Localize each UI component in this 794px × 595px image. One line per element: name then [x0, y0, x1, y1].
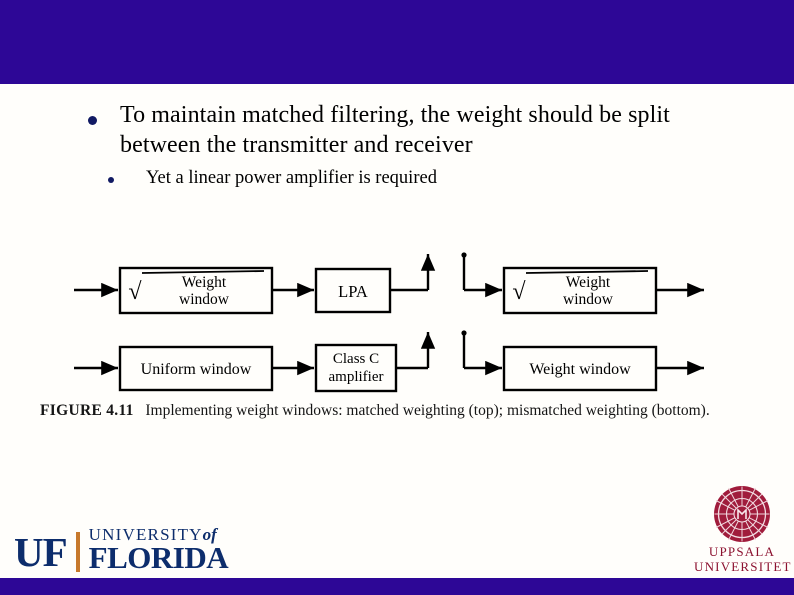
block-diagram-svg: √ Weight window LPA √ Weight window Unif…	[74, 252, 704, 393]
rx-antenna-tip-icon	[461, 252, 467, 258]
radical-icon-right: √	[512, 279, 526, 305]
bullet-level1-text: To maintain matched filtering, the weigh…	[120, 102, 670, 158]
label-tx-uniform-window: Uniform window	[141, 361, 252, 378]
sub-bullet-dot-icon	[108, 177, 114, 183]
top-banner	[0, 0, 794, 84]
uppsala-line2: UNIVERSITET	[694, 559, 792, 574]
uf-monogram: UF	[14, 529, 68, 575]
uf-university-line: UNIVERSITYof	[89, 526, 228, 543]
label-rx-weight-line2: window	[563, 291, 614, 308]
label-tx-lpa: LPA	[338, 282, 368, 301]
box-rx-weight-window	[502, 345, 658, 392]
uf-university-text: UNIVERSITY	[88, 525, 203, 544]
box-rx-sqrt-weight-window	[502, 266, 658, 315]
label-rx-weight-line1: Weight	[566, 274, 611, 291]
uppsala-logo: UPPSALA UNIVERSITET	[694, 484, 790, 574]
figure-diagram: √ Weight window LPA √ Weight window Unif…	[36, 248, 756, 448]
label-class-c-line2: amplifier	[329, 369, 384, 385]
bullet-dot-icon	[88, 116, 97, 125]
label-class-c-line1: Class C	[333, 351, 379, 367]
uppsala-seal-icon	[714, 486, 770, 542]
bullet-level2: Yet a linear power amplifier is required	[108, 166, 668, 190]
label-rx-weight-window: Weight window	[529, 361, 631, 378]
uppsala-line1: UPPSALA	[708, 544, 776, 559]
figure-caption: FIGURE 4.11 Implementing weight windows:…	[40, 400, 740, 422]
label-tx-weight-line1: Weight	[182, 274, 227, 291]
uf-florida-text: FLORIDA	[88, 540, 229, 575]
bottom-banner	[0, 578, 794, 595]
radical-vinculum-left	[141, 270, 265, 274]
uf-wordmark: UNIVERSITYof FLORIDA	[88, 526, 229, 575]
radical-vinculum-right	[525, 270, 649, 274]
uf-of-text: of	[202, 525, 217, 544]
radical-icon-left: √	[128, 279, 142, 305]
label-tx-weight-line2: window	[179, 291, 230, 308]
figure-caption-text: Implementing weight windows: matched wei…	[145, 402, 710, 419]
figure-caption-number: FIGURE 4.11	[40, 402, 134, 419]
bullet-level1: To maintain matched filtering, the weigh…	[88, 100, 728, 160]
rx-antenna-tip-icon-bottom	[461, 330, 467, 336]
bullet-level2-text: Yet a linear power amplifier is required	[146, 168, 437, 188]
uf-logo: UF UNIVERSITYof FLORIDA	[14, 526, 229, 575]
uf-divider	[75, 532, 80, 572]
box-tx-class-c-amplifier	[314, 343, 398, 393]
